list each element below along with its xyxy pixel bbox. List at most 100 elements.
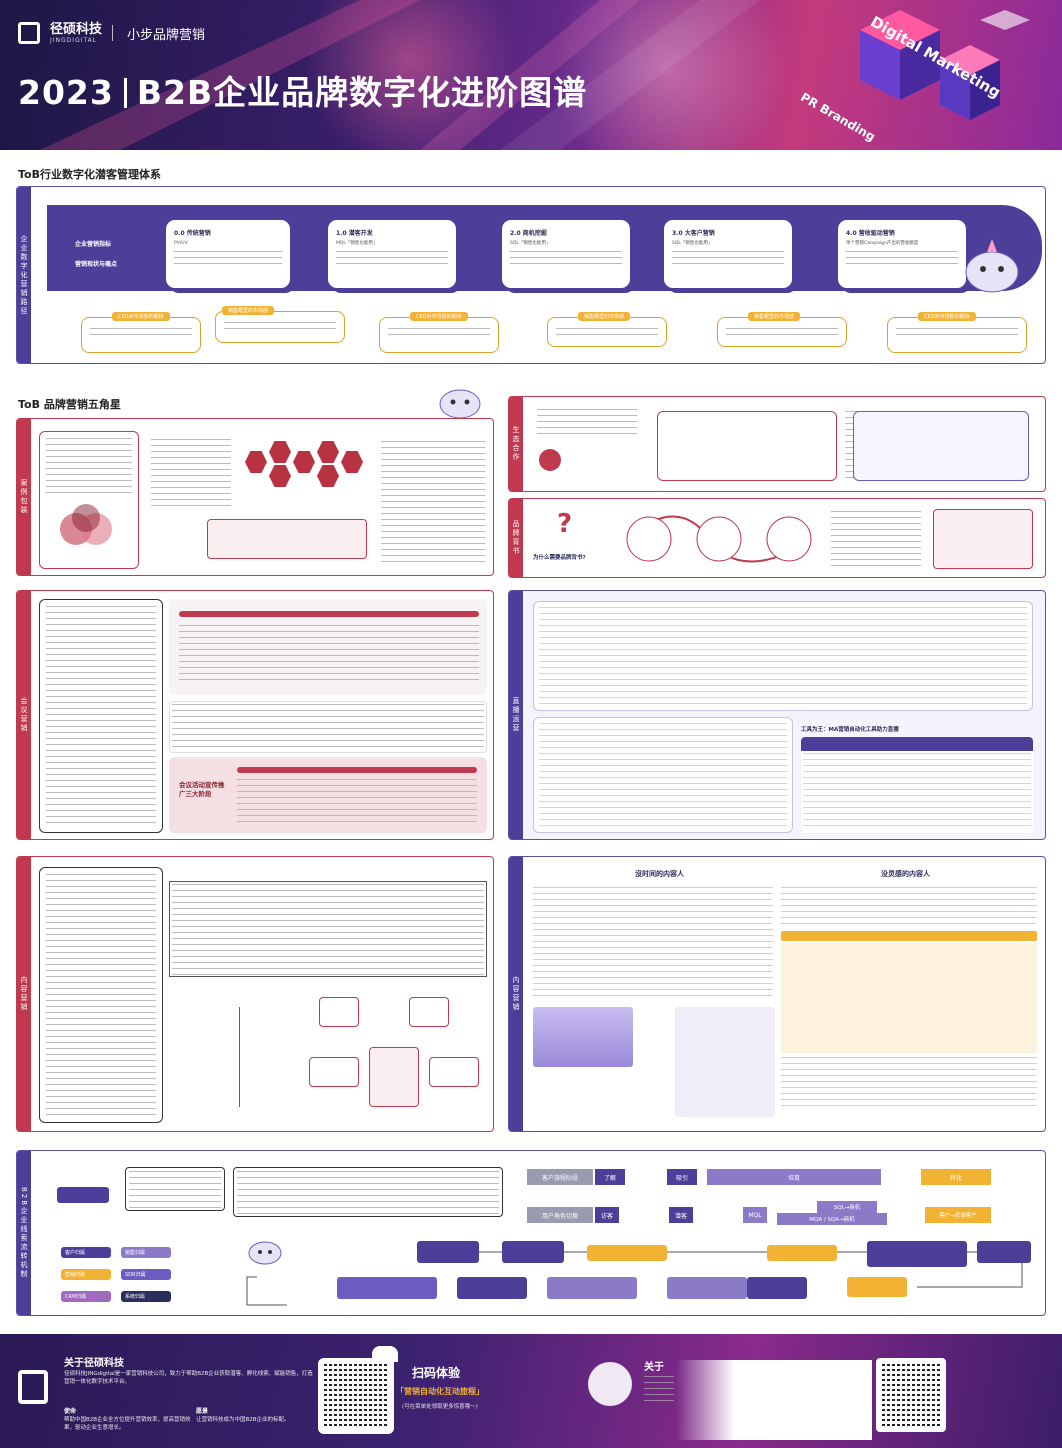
- meeting-notes: [39, 599, 163, 833]
- side-label: 会议营销: [17, 591, 31, 839]
- stage-card-1: 1.0 潜客开发 MQL「销售也能用」: [327, 219, 457, 289]
- footer-logo-icon: [18, 1370, 48, 1404]
- endorse-text: [831, 511, 921, 567]
- meeting-stages: 会议活动宣传推广三大阶段: [169, 757, 487, 833]
- role: 客户→忠诚客户: [925, 1207, 991, 1223]
- stage-title: 2.0 商机挖掘: [510, 230, 547, 237]
- brand-sub: JINGDIGITAL: [50, 36, 98, 44]
- handshake-icon: [588, 1362, 632, 1406]
- mascot-icon: [248, 1241, 282, 1265]
- content-table: [169, 881, 487, 977]
- question-mark-icon: ?: [557, 509, 573, 539]
- content-grid: [675, 1007, 775, 1117]
- section-heading-1: ToB行业数字化潜客管理体系: [18, 168, 161, 181]
- hex-group: [245, 441, 375, 511]
- flow-box: [233, 1167, 503, 1217]
- footer-fade: [676, 1360, 872, 1440]
- venn-icon: [60, 504, 112, 545]
- cube-illustration: [860, 10, 1030, 120]
- case-text: [151, 439, 231, 509]
- side-label: 直播运营: [509, 591, 523, 839]
- journey-stage: 转化: [921, 1169, 991, 1185]
- panel-meeting-marketing: 会议营销 会议活动宣传推广三大阶段: [16, 590, 494, 840]
- live-tool-table: [801, 737, 1033, 833]
- label-kpi: 企业营销指标: [75, 241, 112, 248]
- legend-item: CRM归属: [61, 1291, 111, 1302]
- eco-list: [853, 411, 1029, 481]
- about2-title: 关于: [644, 1362, 664, 1373]
- scan-note: (可在菜单处领取更多惊喜哦～): [402, 1404, 478, 1410]
- side-label: 案例包装: [17, 419, 31, 575]
- content-chart: [533, 1007, 633, 1067]
- mascot-icon: [439, 389, 481, 419]
- content-notes: [39, 867, 163, 1123]
- brand-logo-icon: [18, 22, 40, 44]
- stage-card-2: 2.0 商机挖掘 SQL「销售也能用」: [501, 219, 631, 289]
- content-right-table: [781, 887, 1037, 1107]
- scan-sub: 「营销自动化互动旅程」: [396, 1387, 484, 1396]
- stage-sub: PV/UV: [174, 241, 188, 246]
- mascot-icon: [965, 239, 1019, 293]
- section-potential-customer: 企业数字化营销路径 企业营销指标 营销现状与痛点 0.0 传统营销 PV/UV …: [16, 186, 1046, 364]
- panel-brand-endorsement: 品牌背书 为什么需要品牌背书? ?: [508, 498, 1046, 578]
- panel-eco-cooperation: 生态合作: [508, 396, 1046, 492]
- footer: 关于径硕科技 径硕科技JINGdigital是一家营销科技公司，致力于帮助B2B…: [0, 1334, 1062, 1448]
- journey-stage: 吸引: [667, 1169, 697, 1185]
- lead-flow-diagram: [246, 1241, 1031, 1306]
- case-text: [381, 441, 485, 515]
- legend-item: 系统归属: [121, 1291, 171, 1302]
- mission-label: 使命: [64, 1408, 77, 1415]
- legend-item: 销售归属: [121, 1247, 171, 1258]
- meeting-stages-title: 会议活动宣传推广三大阶段: [179, 781, 225, 798]
- megaphone-icon: [539, 449, 561, 471]
- quote-card: CEO对市场部的期待: [887, 312, 1027, 353]
- content-left-title: 沒时间的内容人: [635, 870, 684, 878]
- quote-card: 销售眼里的市场部: [215, 306, 345, 343]
- section-lead-flow: B2B企业线索流转机制 客户旅程阶段 了解 吸引 培育 转化 用户角色切换 访客…: [16, 1150, 1046, 1316]
- title-text: B2B企业品牌数字化进阶图谱: [136, 73, 588, 112]
- qr-code[interactable]: [318, 1358, 394, 1434]
- quote-card: 销售眼里的市场部: [547, 312, 667, 347]
- role: SQL→商机: [817, 1201, 877, 1213]
- mascot-icon: [372, 1346, 398, 1362]
- content-left-text: [533, 887, 773, 997]
- panel-case-packaging: 案例包装: [16, 418, 494, 576]
- sec1-side-label: 企业数字化营销路径: [17, 187, 31, 363]
- about2-text: [644, 1376, 674, 1404]
- content-diagram: [169, 997, 487, 1117]
- panel-content-people: 内容营销 沒时间的内容人 没灵感的内容人: [508, 856, 1046, 1132]
- about-body: 径硕科技JINGdigital是一家营销科技公司，致力于帮助B2B企业获取潜客、…: [64, 1371, 313, 1385]
- case-sub-card: [39, 431, 139, 569]
- journey-stage: 了解: [595, 1169, 625, 1185]
- vision-text: 让营销科技成为中国B2B企业的标配。: [196, 1417, 290, 1423]
- live-flow-bottom: [533, 717, 793, 833]
- role: 访客: [595, 1207, 619, 1223]
- live-tool-title: 工具为王：MA营销自动化工具助力直播: [801, 727, 899, 733]
- header-rays: [40, 0, 760, 150]
- qr-code-2[interactable]: [876, 1358, 946, 1432]
- live-flow-top: [533, 601, 1033, 711]
- endorse-badge: [933, 509, 1033, 569]
- side-label: 品牌背书: [509, 499, 523, 577]
- panel-content-marketing: 内容营销: [16, 856, 494, 1132]
- role-label: 用户角色切换: [527, 1207, 593, 1223]
- meeting-table: [169, 701, 487, 753]
- endorse-wave: [626, 515, 812, 563]
- side-label: 内容营销: [509, 857, 523, 1131]
- role: MQL: [743, 1207, 767, 1223]
- side-label: 内容营销: [17, 857, 31, 1131]
- panel-live-streaming: 直播运营 工具为王：MA营销自动化工具助力直播: [508, 590, 1046, 840]
- journey-stage: 培育: [707, 1169, 881, 1185]
- side-label: 生态合作: [509, 397, 523, 491]
- stage-title: 0.0 传统营销: [174, 230, 211, 237]
- legend-item: 客户归属: [61, 1247, 111, 1258]
- vision-label: 愿景: [196, 1408, 209, 1415]
- stage-card-0: 0.0 传统营销 PV/UV: [165, 219, 291, 289]
- brand-block: 径硕科技 JINGDIGITAL 小步品牌营销: [18, 22, 205, 44]
- case-text: [381, 519, 485, 563]
- stage-title: 3.0 大客户营销: [672, 230, 715, 237]
- stage-card-3: 3.0 大客户营销 SQL「销售也能用」: [663, 219, 793, 289]
- stage-sub: 单个营销Campaign产出的营收额度: [846, 241, 919, 246]
- stage-card-4: 4.0 营收驱动营销 单个营销Campaign产出的营收额度: [837, 219, 967, 289]
